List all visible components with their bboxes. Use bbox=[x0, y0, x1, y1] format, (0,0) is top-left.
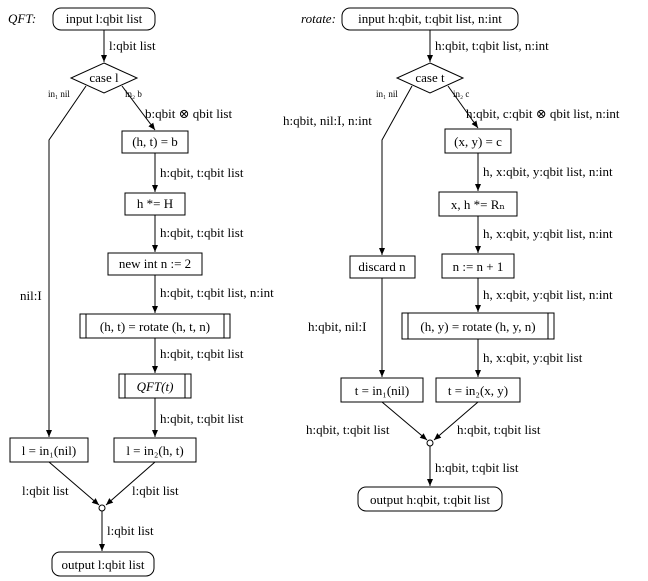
rotate-edge-merge-right bbox=[433, 401, 479, 441]
rotate-edge-discard-label: h:qbit, nil:I bbox=[308, 319, 367, 334]
qft-diagram: QFT: input l:qbit list l:qbit list case … bbox=[8, 7, 274, 577]
rotate-edge-2-label: h, x:qbit, y:qbit list, n:int bbox=[483, 226, 613, 241]
rotate-split-label: (x, y) = c bbox=[454, 134, 502, 149]
rotate-input-label: input h:qbit, t:qbit list, n:int bbox=[358, 11, 502, 26]
rotate-merge-point bbox=[426, 439, 434, 447]
qft-edge-3-label: h:qbit, t:qbit list, n:int bbox=[160, 285, 274, 300]
qft-newint-label: new int n := 2 bbox=[119, 256, 191, 271]
rotate-rn-label: x, h *= Rₙ bbox=[451, 197, 505, 212]
qft-h-label: h *= H bbox=[137, 196, 173, 211]
qft-output-label: output l:qbit list bbox=[61, 557, 144, 572]
rotate-inc-node bbox=[441, 253, 515, 279]
rotate-title: rotate: bbox=[301, 11, 336, 26]
qft-edge-merge-left-label: l:qbit list bbox=[22, 483, 69, 498]
qft-rotate-node bbox=[79, 313, 231, 339]
qft-edge-merge-right-label: l:qbit list bbox=[132, 483, 179, 498]
rotate-edge-merge-right-label: h:qbit, t:qbit list bbox=[457, 422, 541, 437]
qft-edge-1-label: h:qbit, t:qbit list bbox=[160, 165, 244, 180]
qft-edge-5-label: h:qbit, t:qbit list bbox=[160, 411, 244, 426]
qft-edge-2-label: h:qbit, t:qbit list bbox=[160, 225, 244, 240]
rotate-branch-right: in₂ c bbox=[453, 89, 469, 99]
qft-merge-point bbox=[98, 504, 106, 512]
qft-in1-label: l = in₁(nil) bbox=[22, 443, 76, 458]
qft-edge-b bbox=[121, 85, 156, 131]
qft-input-label: input l:qbit list bbox=[66, 11, 143, 26]
qft-edge-b-label: b:qbit ⊗ qbit list bbox=[145, 106, 232, 121]
rotate-edge-merge-left-label: h:qbit, t:qbit list bbox=[306, 422, 390, 437]
rotate-case-label: case t bbox=[415, 70, 445, 85]
qft-edge-4-label: h:qbit, t:qbit list bbox=[160, 346, 244, 361]
rotate-edge-4-label: h, x:qbit, y:qbit list bbox=[483, 350, 583, 365]
qft-title: QFT: bbox=[8, 11, 36, 26]
qft-output-node bbox=[51, 551, 155, 577]
qft-in2-label: l = in₂(h, t) bbox=[126, 443, 183, 458]
rotate-case-node bbox=[395, 62, 465, 94]
qft-split-label: (h, t) = b bbox=[132, 134, 178, 149]
rotate-diagram: rotate: input h:qbit, t:qbit list, n:int… bbox=[283, 7, 620, 512]
qft-edge-out-label: l:qbit list bbox=[107, 523, 154, 538]
rotate-edge-1-label: h, x:qbit, y:qbit list, n:int bbox=[483, 164, 613, 179]
rotate-output-label: output h:qbit, t:qbit list bbox=[370, 492, 490, 507]
rotate-split-node bbox=[444, 128, 512, 154]
rotate-branch-left: in₁ nil bbox=[376, 89, 398, 99]
qft-recursive-label: QFT(t) bbox=[137, 379, 174, 394]
rotate-in1-label: t = in₁(nil) bbox=[355, 383, 409, 398]
rotate-edge-c-label: h:qbit, c:qbit ⊗ qbit list, n:int bbox=[466, 106, 620, 121]
rotate-inc-label: n := n + 1 bbox=[453, 259, 504, 274]
qft-edge-nil-label: nil:I bbox=[20, 288, 42, 303]
rotate-output-node bbox=[357, 486, 503, 512]
qft-case-node bbox=[69, 62, 139, 94]
qft-branch-right: in₂ b bbox=[125, 89, 142, 99]
qft-in2-node bbox=[113, 437, 197, 463]
rotate-rotate-node bbox=[401, 312, 555, 340]
rotate-in2-label: t = in₂(x, y) bbox=[448, 383, 508, 398]
qft-edge-nil bbox=[46, 85, 87, 437]
qft-edge-merge-left bbox=[48, 461, 100, 506]
qft-recursive-node bbox=[118, 373, 192, 399]
rotate-in1-node bbox=[340, 377, 424, 403]
rotate-edge-c bbox=[447, 85, 479, 129]
rotate-edge-merge-left bbox=[381, 401, 428, 441]
rotate-edge-input-label: h:qbit, t:qbit list, n:int bbox=[435, 38, 549, 53]
qft-case-label: case l bbox=[89, 70, 119, 85]
rotate-edge-nil-label: h:qbit, nil:I, n:int bbox=[283, 113, 372, 128]
qft-branch-left: in₁ nil bbox=[48, 89, 70, 99]
rotate-edge-out-label: h:qbit, t:qbit list bbox=[435, 460, 519, 475]
qft-edge-merge-right bbox=[105, 461, 156, 506]
rotate-rn-node bbox=[438, 191, 518, 217]
qft-edge-input-label: l:qbit list bbox=[109, 38, 156, 53]
rotate-discard-label: discard n bbox=[358, 259, 406, 274]
rotate-edge-nil bbox=[379, 85, 413, 255]
rotate-rotate-label: (h, y) = rotate (h, y, n) bbox=[420, 319, 535, 334]
rotate-in2-node bbox=[435, 377, 521, 403]
qft-rotate-label: (h, t) = rotate (h, t, n) bbox=[100, 319, 210, 334]
rotate-edge-3-label: h, x:qbit, y:qbit list, n:int bbox=[483, 287, 613, 302]
